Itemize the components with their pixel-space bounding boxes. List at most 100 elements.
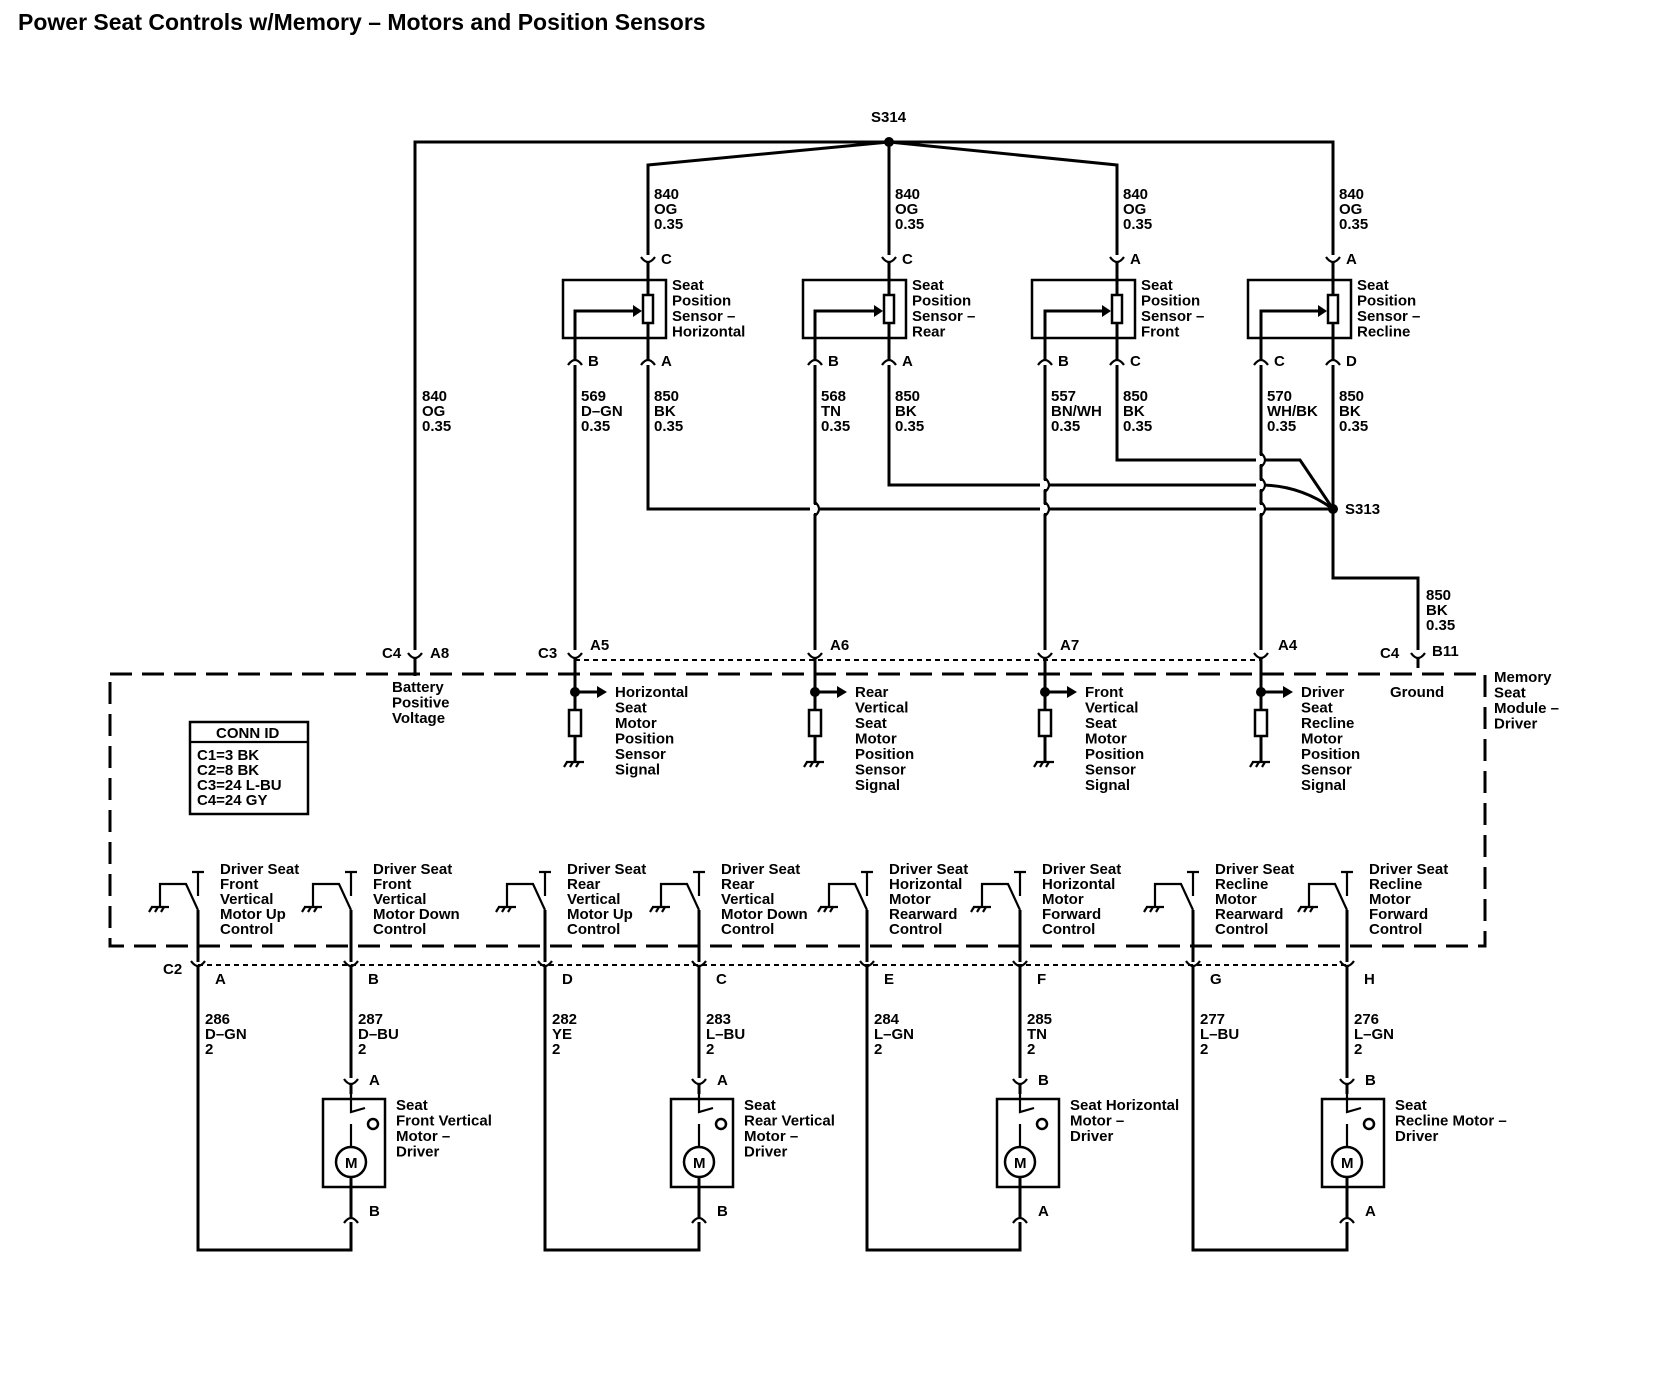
switch-label: Motor Down [721, 906, 808, 923]
motor-wire-label-size: 2 [552, 1041, 560, 1058]
sensor-supply-wire-label-size: 0.35 [654, 216, 683, 233]
sensor-input-label: Horizontal [615, 684, 688, 701]
wire-840-left-label-color: OG [422, 403, 445, 420]
wire-840-recline [889, 140, 1335, 255]
motor-connector-id: C2 [163, 961, 182, 978]
conn-id-row: C4=24 GY [197, 792, 267, 809]
switch-label: Vertical [567, 891, 620, 908]
relay-switch-pivot [861, 870, 873, 896]
sensor-input-label: Sensor [855, 762, 906, 779]
ground-symbol [803, 760, 824, 768]
conn-id-header: CONN ID [216, 725, 280, 742]
motor-wire-label-color: L–BU [1200, 1026, 1239, 1043]
sensor-ground-wire-label-number: 850 [1123, 388, 1148, 405]
switch-label: Motor [889, 891, 931, 908]
wire-crossing-hop [1260, 477, 1267, 493]
sensor-wiper-arrow [1102, 305, 1111, 317]
sensor-name: Sensor – [672, 308, 735, 325]
switch-label: Front [373, 876, 411, 893]
ground-symbol [970, 905, 991, 913]
conn-id-row: C3=24 L-BU [197, 777, 282, 794]
motor-wire-label-size: 2 [706, 1041, 714, 1058]
ground-symbol [495, 905, 516, 913]
relay-switch-pivot [345, 870, 357, 896]
sensor-left-pin: B [1058, 353, 1069, 370]
motor-wire-label-number: 276 [1354, 1011, 1379, 1028]
module-name: Seat [1494, 685, 1526, 702]
sensor-input-label: Motor [855, 731, 897, 748]
sensor-supply-wire-label-size: 0.35 [1123, 216, 1152, 233]
sensor-wiper-wire [1259, 309, 1319, 352]
sensor-right-pin: A [661, 353, 672, 370]
wire-crossing [1040, 504, 1050, 514]
ground-symbol [1033, 760, 1054, 768]
sensor-input-label: Seat [1085, 715, 1117, 732]
motor-output-pin: H [1364, 971, 1375, 988]
switch-label: Driver Seat [889, 861, 968, 878]
motor-output-pin: C [716, 971, 727, 988]
switch-label: Driver Seat [567, 861, 646, 878]
sensor-input-label: Position [1085, 746, 1144, 763]
motor-name: Rear Vertical [744, 1113, 835, 1130]
sensor-name: Sensor – [912, 308, 975, 325]
motor-return-wire [865, 976, 1022, 1252]
battery-label: Battery [392, 679, 444, 696]
motor-output-pin: G [1210, 971, 1222, 988]
sensor-input-label: Position [855, 746, 914, 763]
motor-bottom-pin: B [717, 1203, 728, 1220]
sensor-signal-wire-label-number: 570 [1267, 388, 1292, 405]
sensor-name: Seat [1357, 277, 1389, 294]
signal-arrow [597, 686, 607, 698]
switch-label: Rear [567, 876, 601, 893]
ground-symbol [1143, 905, 1164, 913]
sensor-signal-wire-label-number: 557 [1051, 388, 1076, 405]
switch-label: Motor Down [373, 906, 460, 923]
motor-wire-label-color: YE [552, 1026, 572, 1043]
sensor-input-label: Seat [615, 700, 647, 717]
sensor-wiper-arrow [1318, 305, 1327, 317]
sensor-signal-wire-label-size: 0.35 [581, 418, 610, 435]
sensor-top-pin: C [661, 251, 672, 268]
sensor-ground-wire-label-color: BK [1339, 403, 1361, 420]
motor-output-pin: D [562, 971, 573, 988]
sensor-signal-wire-label-color: D–GN [581, 403, 623, 420]
battery-connector-id: C4 [382, 645, 402, 662]
switch-label: Vertical [721, 891, 774, 908]
wire-crossing [1256, 480, 1266, 490]
sensor-wiper-wire [1043, 309, 1103, 352]
sensor-input-label: Signal [615, 762, 660, 779]
sensor-supply-wire-label-number: 840 [1123, 186, 1148, 203]
switch-label: Driver Seat [1042, 861, 1121, 878]
switch-label: Motor [1042, 891, 1084, 908]
sensor-name: Seat [912, 277, 944, 294]
conn-id-row: C2=8 BK [197, 762, 259, 779]
ground-connector-id: C4 [1380, 645, 1400, 662]
switch-label: Rearward [889, 906, 957, 923]
motor-name: Driver [1395, 1128, 1439, 1145]
sensor-input-label: Signal [855, 777, 900, 794]
wire-crossing [1040, 480, 1050, 490]
motor-top-pin: B [1365, 1072, 1376, 1089]
motor-name: Driver [744, 1144, 788, 1161]
wire-850-front [1115, 365, 1335, 510]
sensor-potentiometer [1326, 293, 1340, 325]
sensor-signal-wire-label-color: TN [821, 403, 841, 420]
sensor-name: Position [1141, 293, 1200, 310]
sensor-input-label: Vertical [855, 700, 908, 717]
switch-label: Recline [1215, 876, 1268, 893]
motor-symbol-letter: M [693, 1155, 706, 1172]
motor-wire-label-size: 2 [874, 1041, 882, 1058]
switch-label: Horizontal [889, 876, 962, 893]
wire-850-rear [887, 365, 1334, 511]
switch-label: Control [567, 921, 620, 938]
motor-thermal-symbol [1035, 1117, 1049, 1131]
switch-label: Recline [1369, 876, 1422, 893]
switch-label: Control [1369, 921, 1422, 938]
motor-output-pin: F [1037, 971, 1046, 988]
relay-switch-pivot [1014, 870, 1026, 896]
pull-down-resistor [807, 708, 823, 738]
motor-wire-label-color: L–GN [1354, 1026, 1394, 1043]
sensor-signal-wire-label-color: WH/BK [1267, 403, 1318, 420]
switch-label: Driver Seat [373, 861, 452, 878]
